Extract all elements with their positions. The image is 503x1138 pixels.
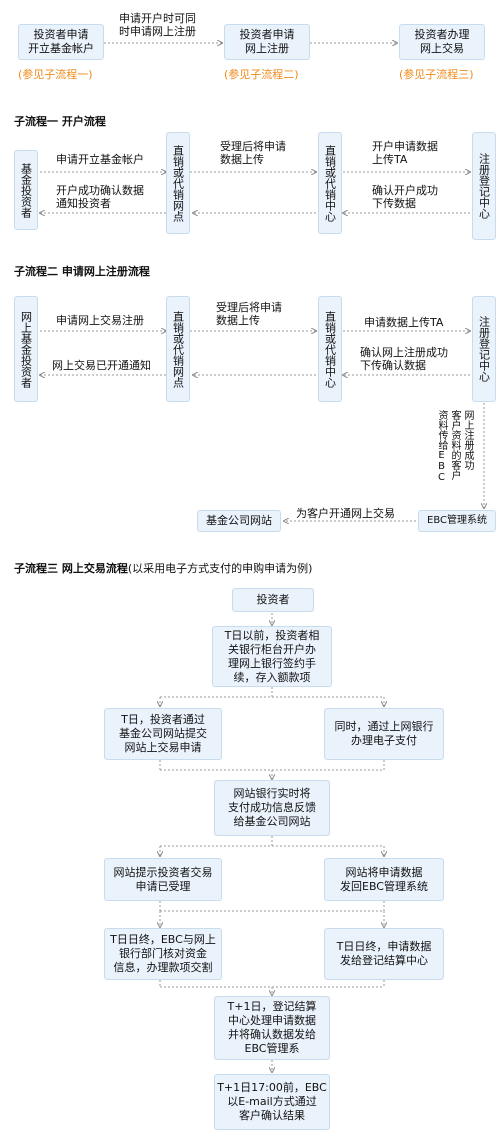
flow2-center-text: 直销或代销中心 [323,310,337,388]
flow3-title-note: (以采用电子方式支付的申购申请为例) [127,562,313,575]
flow2-arrow-label-a1: 申请网上交易注册 [56,314,144,327]
flow2-investor-text: 网上基金投资者 [19,310,33,388]
flow2-arrow-label-b1: 网上交易已开通通知 [52,359,151,372]
flow1-center-box: 直销或代销中心 [318,132,342,234]
flow3-step-t1-process-text: T+1日，登记结算 中心处理申请数据 并将确认数据发给 EBC管理系 [227,1000,317,1055]
overview-box-online-trade-text: 投资者办理 网上交易 [414,28,470,55]
flow3-step-accepted-text: 网站提示投资者交易 申请已受理 [113,865,213,893]
flow3-step-t1-email: T+1日17:00前，EBC 以E-mail方式通过 客户确认结果 [214,1074,330,1130]
overview-box-online-trade: 投资者办理 网上交易 [399,24,485,60]
flow3-step-send-registry: T日日终，申请数据 发给登记结算中心 [324,928,444,980]
flow3-step-send-ebc-text: 网站将申请数据 发回EBC管理系统 [340,865,428,893]
flow3-step-bank-account-text: T日以前，投资者相 关银行柜台开户办 理网上银行签约手 续，存入额款项 [224,628,320,684]
flow3-step-bank-account: T日以前，投资者相 关银行柜台开户办 理网上银行签约手 续，存入额款项 [212,626,332,687]
flow1-center-text: 直销或代销中心 [323,144,337,222]
flow3-step-t1-email-text: T+1日17:00前，EBC 以E-mail方式通过 客户确认结果 [217,1081,327,1122]
flow3-step-investor: 投资者 [232,588,314,612]
flow1-registry-text: 注册登记中心 [477,153,491,219]
flow3-step-e-payment-text: 同时，通过上网银行 办理电子支付 [334,720,434,747]
flow2-investor-box: 网上基金投资者 [14,296,38,402]
flow2-site-text: 基金公司网站 [206,514,272,527]
flow3-step-e-payment: 同时，通过上网银行 办理电子支付 [324,708,444,760]
flow1-registry-box: 注册登记中心 [472,132,496,240]
flow1-arrow-label-b2: 确认开户成功 下传数据 [372,184,438,210]
flow1-agent-box: 直销或代销网点 [166,132,190,234]
flow2-arrow-label-c1: 为客户开通网上交易 [296,507,395,520]
overview-note-2: (参见子流程二) [224,68,299,81]
flow1-agent-text: 直销或代销网点 [171,144,185,222]
flow2-ebc-text: EBC管理系统 [427,515,487,526]
flow2-vnote-2: 客户资料的客户 [449,410,460,480]
flow1-arrow-label-b1: 开户成功确认数据 通知投资者 [56,184,144,210]
flow3-step-submit-request: T日，投资者通过 基金公司网站提交 网站上交易申请 [104,708,222,760]
flow2-vnote-3: 资料传给EBC [436,410,447,483]
flow3-step-reconcile: T日日终，EBC与网上 银行部门核对资金 信息，办理款项交割 [104,928,222,980]
overview-box-online-register: 投资者申请 网上注册 [224,24,310,60]
flow2-agent-text: 直销或代销网点 [171,310,185,388]
flow2-agent-box: 直销或代销网点 [166,296,190,402]
flow3-step-investor-text: 投资者 [256,593,290,606]
flow3-title-text: 子流程三 网上交易流程 [14,562,128,575]
flow2-arrow-label-a2: 受理后将申请 数据上传 [216,301,282,327]
overview-box-online-register-text: 投资者申请 网上注册 [239,28,295,55]
flow1-investor-text: 基金投资者 [19,162,33,218]
overview-edge-label: 申请开户时可同 时申请网上注册 [119,12,196,38]
flow1-arrow-label-a3: 开户申请数据 上传TA [372,140,438,166]
flow1-investor-box: 基金投资者 [14,150,38,230]
flow2-center-box: 直销或代销中心 [318,296,342,402]
flow2-arrow-label-a3: 申请数据上传TA [364,316,444,329]
flow3-step-reconcile-text: T日日终，EBC与网上 银行部门核对资金 信息，办理款项交割 [110,933,216,974]
flow2-arrow-label-b2: 确认网上注册成功 下传确认数据 [360,346,448,372]
flow3-step-bank-feedback: 网站银行实时将 支付成功信息反馈 给基金公司网站 [214,780,330,836]
overview-note-1: (参见子流程一) [18,68,93,81]
flow3-step-accepted: 网站提示投资者交易 申请已受理 [104,858,222,901]
flow2-registry-box: 注册登记中心 [472,296,496,402]
flow1-title: 子流程一 开户流程 [14,115,106,128]
flow2-vnote-1: 网上注册成功 [462,410,473,470]
flow3-step-submit-request-text: T日，投资者通过 基金公司网站提交 网站上交易申请 [119,713,207,754]
flow3-title: 子流程三 网上交易流程(以采用电子方式支付的申购申请为例) [14,560,312,576]
flow3-step-send-ebc: 网站将申请数据 发回EBC管理系统 [324,858,444,901]
overview-note-3: (参见子流程三) [399,68,474,81]
flow3-step-send-registry-text: T日日终，申请数据 发给登记结算中心 [336,940,432,967]
flow2-registry-text: 注册登记中心 [477,316,491,382]
flow2-title: 子流程二 申请网上注册流程 [14,265,150,278]
flow2-ebc-box: EBC管理系统 [418,510,496,532]
flow3-step-bank-feedback-text: 网站银行实时将 支付成功信息反馈 给基金公司网站 [228,787,316,828]
flow2-site-box: 基金公司网站 [197,510,281,532]
overview-box-open-account-text: 投资者申请 开立基金帐户 [28,28,94,55]
flow3-step-t1-process: T+1日，登记结算 中心处理申请数据 并将确认数据发给 EBC管理系 [214,996,330,1060]
flow1-arrow-label-a1: 申请开立基金帐户 [56,153,144,166]
flow1-arrow-label-a2: 受理后将申请 数据上传 [220,140,286,166]
overview-box-open-account: 投资者申请 开立基金帐户 [18,24,104,60]
